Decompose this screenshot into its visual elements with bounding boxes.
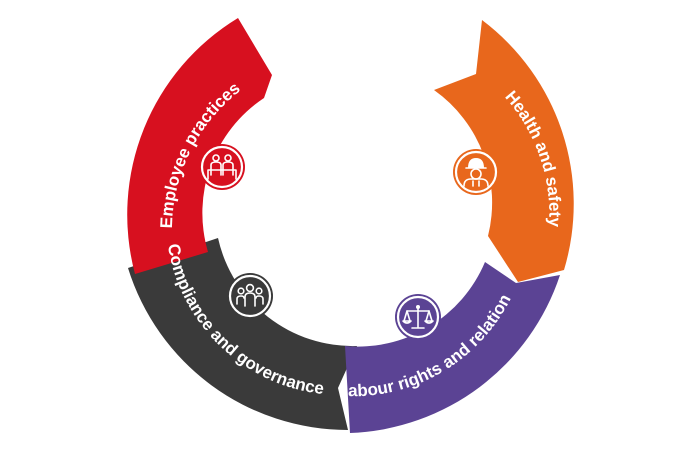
segment-labour (345, 262, 560, 433)
employees-icon (199, 144, 245, 190)
segment-health (434, 20, 574, 282)
segment-employee (127, 18, 272, 274)
hard-hat-worker-icon (453, 149, 499, 195)
scales-icon (395, 294, 441, 340)
group-people-icon (227, 273, 273, 319)
segment-compliance (128, 238, 357, 431)
